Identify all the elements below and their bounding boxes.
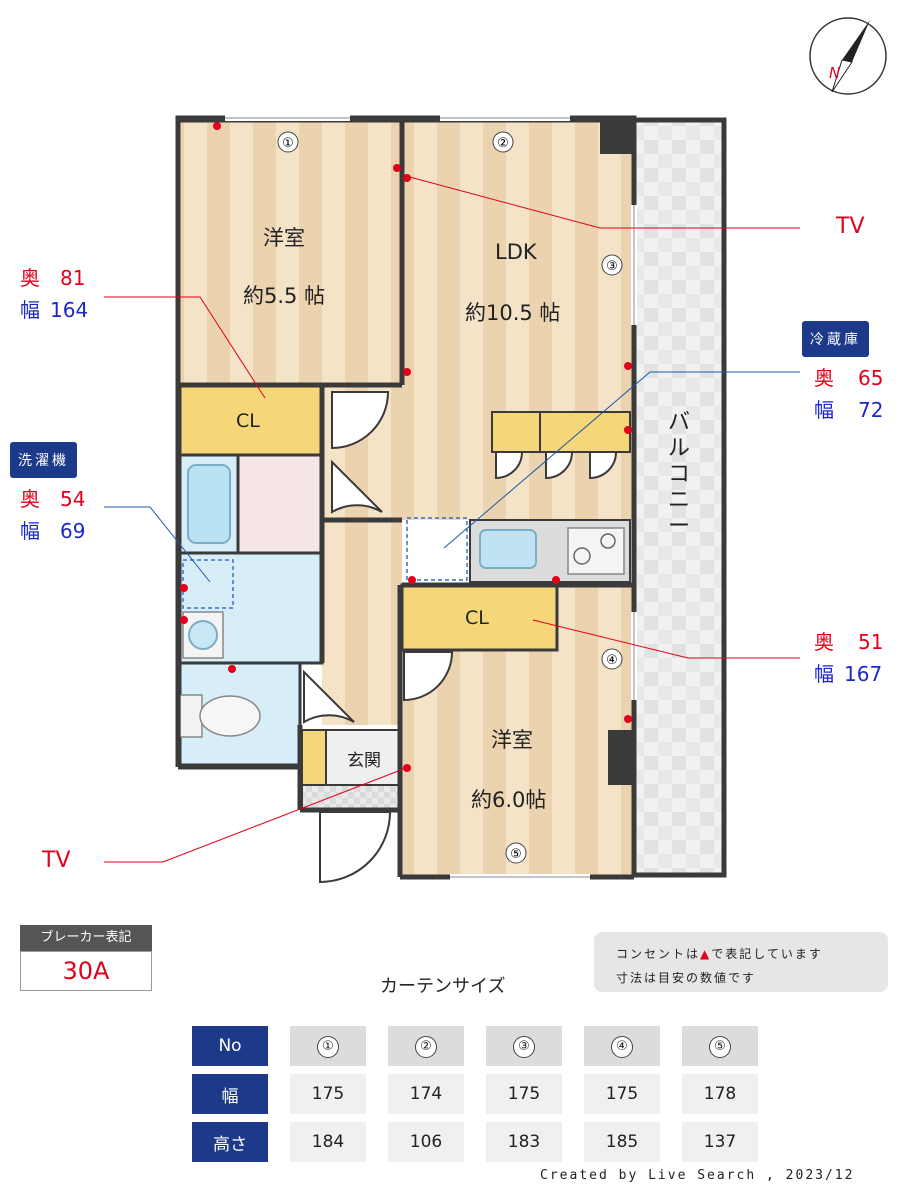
fridge-space xyxy=(406,517,468,581)
fridge-tag: 冷蔵庫 xyxy=(802,321,869,357)
svg-text:③: ③ xyxy=(606,259,618,274)
table-cell: 178 xyxy=(682,1074,758,1114)
table-cell: 184 xyxy=(290,1122,366,1162)
table-row: No ① ② ③ ④ ⑤ xyxy=(192,1026,758,1066)
balcony-label: バルコニー xyxy=(667,410,690,539)
western-room-1-floor xyxy=(180,120,402,385)
table-cell: ④ xyxy=(584,1026,660,1066)
ldk-size: 約10.5 帖 xyxy=(465,301,561,325)
table-cell: ② xyxy=(388,1026,464,1066)
table-cell: ① xyxy=(290,1026,366,1066)
table-cell: 175 xyxy=(584,1074,660,1114)
leader-lines xyxy=(104,175,800,863)
window-number-markers: ① ② ③ ④ ⑤ xyxy=(277,131,623,864)
floor-plan: N ① ② ③ ④ ⑤ xyxy=(104,17,887,884)
entrance xyxy=(325,729,401,786)
pillar xyxy=(608,730,634,785)
tv-label-entrance: TV xyxy=(42,848,71,873)
svg-text:④: ④ xyxy=(606,653,618,668)
table-cell: 175 xyxy=(290,1074,366,1114)
bathroom xyxy=(236,453,324,555)
closet-2-label: CL xyxy=(465,607,489,629)
table-cell: 106 xyxy=(388,1122,464,1162)
balcony-floor xyxy=(634,120,724,875)
kitchen-sink-icon xyxy=(479,529,537,569)
western-room-2-name: 洋室 xyxy=(491,728,533,752)
row-header-height: 高さ xyxy=(192,1122,268,1162)
western-room-1-size: 約5.5 帖 xyxy=(243,284,326,308)
bathtub-icon xyxy=(187,464,231,544)
compass-north-letter: N xyxy=(829,64,840,82)
table-cell: 185 xyxy=(584,1122,660,1162)
western-room-1-name: 洋室 xyxy=(263,226,305,250)
ldk-name: LDK xyxy=(495,240,537,264)
outlet-markers xyxy=(180,122,632,772)
table-cell: ⑤ xyxy=(682,1026,758,1066)
note-line1-b: で表記しています xyxy=(711,947,823,961)
toilet-icon xyxy=(199,695,261,737)
breaker-value: 30A xyxy=(20,951,152,991)
table-row: 高さ 184 106 183 185 137 xyxy=(192,1122,758,1162)
compass-icon: N xyxy=(809,17,887,95)
washer-space xyxy=(182,559,234,609)
curtain-size-table: No ① ② ③ ④ ⑤ 幅 175 174 175 175 178 高さ 18… xyxy=(170,1018,780,1170)
stove-icon xyxy=(567,527,625,575)
row-header-width: 幅 xyxy=(192,1074,268,1114)
hallway-floor xyxy=(322,520,402,725)
legend-note: コンセントは▲で表記しています 寸法は目安の数値です xyxy=(594,932,888,992)
washer-tag: 洗濯機 xyxy=(10,442,77,478)
table-cell: 175 xyxy=(486,1074,562,1114)
table-cell: 183 xyxy=(486,1122,562,1162)
table-cell: 137 xyxy=(682,1122,758,1162)
closet-1-label: CL xyxy=(236,410,260,432)
credit-text: Created by Live Search , 2023/12 xyxy=(540,1168,855,1183)
ldk-storage xyxy=(539,411,631,453)
shoe-closet xyxy=(301,729,327,786)
note-line1-a: コンセントは xyxy=(616,947,701,961)
outlet-marker-icon: ▲ xyxy=(700,947,712,961)
western-room-2-size: 約6.0帖 xyxy=(471,788,547,812)
entrance-label: 玄関 xyxy=(347,751,381,771)
row-header-no: No xyxy=(192,1026,268,1066)
svg-text:⑤: ⑤ xyxy=(510,847,522,862)
svg-text:②: ② xyxy=(497,136,509,151)
table-cell: 174 xyxy=(388,1074,464,1114)
table-row: 幅 175 174 175 175 178 xyxy=(192,1074,758,1114)
tv-label-ldk: TV xyxy=(836,214,865,239)
doors xyxy=(303,391,618,884)
breaker-label: ブレーカー表記 xyxy=(20,925,152,951)
curtain-size-title: カーテンサイズ xyxy=(380,976,506,997)
windows xyxy=(225,115,637,880)
svg-text:①: ① xyxy=(282,136,294,151)
pillar xyxy=(600,120,634,154)
table-cell: ③ xyxy=(486,1026,562,1066)
note-line2: 寸法は目安の数値です xyxy=(616,971,757,985)
